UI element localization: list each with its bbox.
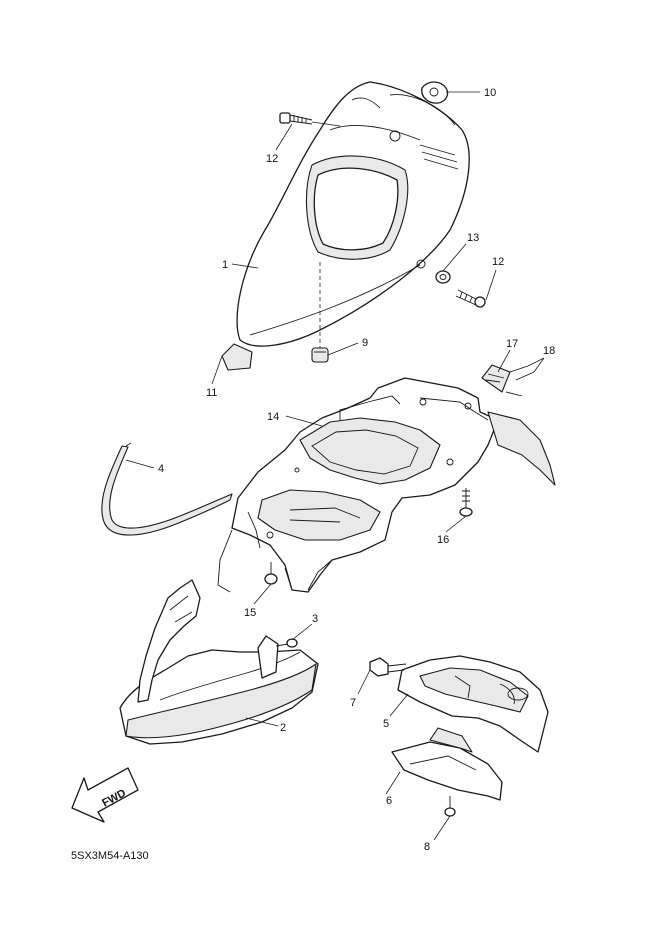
fwd-direction-arrow: FWD (71, 767, 139, 823)
callout-2: 2 (280, 722, 286, 734)
callout-4: 4 (158, 463, 164, 475)
callout-14: 14 (267, 411, 279, 423)
callout-10: 10 (484, 87, 496, 99)
bolt-part-7 (369, 657, 407, 677)
leader-lines (125, 91, 545, 841)
pad-part (221, 343, 253, 371)
weatherstrip-part (101, 442, 233, 536)
nut-part (311, 347, 329, 363)
callout-12-right: 12 (492, 256, 504, 268)
washer-part (435, 270, 451, 284)
bolt-part-16 (459, 488, 473, 517)
lower-cover-part (119, 579, 319, 745)
callout-17: 17 (506, 338, 518, 350)
callout-5: 5 (383, 718, 389, 730)
bolt-part-15 (264, 562, 278, 585)
screw-part-3 (275, 638, 298, 648)
callout-6: 6 (386, 795, 392, 807)
reflector-part (481, 364, 511, 393)
front-cover-part (236, 81, 470, 347)
inner-panel-part (217, 377, 556, 593)
callout-16: 16 (437, 534, 449, 546)
emblem-part (421, 81, 449, 104)
callout-13: 13 (467, 232, 479, 244)
diagram-code: 5SX3M54-A130 (71, 850, 149, 862)
callout-9: 9 (362, 337, 368, 349)
bolt-part-8 (444, 796, 456, 817)
callout-8: 8 (424, 841, 430, 853)
callout-12-top: 12 (266, 153, 278, 165)
callout-3: 3 (312, 613, 318, 625)
callout-1: 1 (222, 259, 228, 271)
fender-part (397, 655, 549, 753)
screw-part-12a (279, 112, 313, 125)
clip-part-18 (505, 365, 535, 397)
screw-part-12b (455, 289, 486, 308)
callout-11: 11 (206, 387, 217, 399)
callout-labels: 10 12 13 12 1 9 11 17 18 14 4 16 15 3 7 … (158, 87, 555, 853)
guard-plate-part (391, 727, 503, 801)
callout-7: 7 (350, 697, 356, 709)
callout-15: 15 (244, 607, 256, 619)
callout-18: 18 (543, 345, 555, 357)
